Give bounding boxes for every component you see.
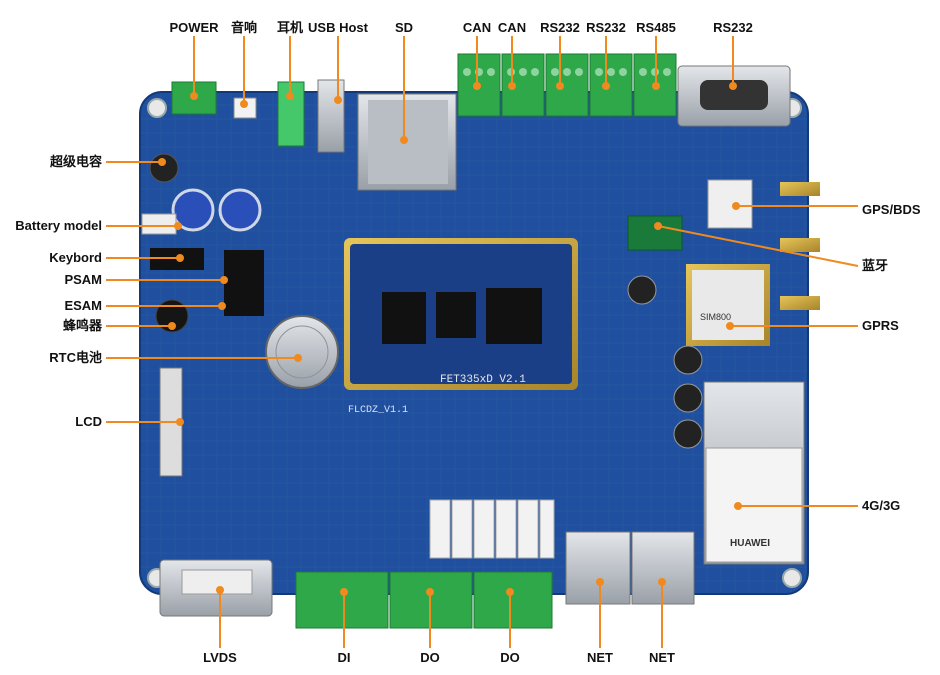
lvds-connector: [159, 559, 273, 617]
4g-module: HUAWEI: [703, 381, 805, 565]
label-audio: 音响: [230, 20, 258, 35]
bluetooth-module: [627, 215, 683, 251]
4g-module-brand: HUAWEI: [730, 538, 770, 549]
label-gprs: GPRS: [862, 318, 899, 333]
sma-antennas: [780, 182, 820, 310]
rj45-connectors: [565, 531, 695, 605]
label-esam: ESAM: [64, 298, 102, 313]
sd-card-slot: [357, 93, 457, 191]
core-module: FET335xD V2.1: [344, 238, 578, 390]
capacitors-right: [627, 275, 703, 449]
gps-module: [707, 179, 753, 229]
db9-connector: [677, 65, 791, 127]
super-capacitor: [149, 153, 179, 183]
terminal-block-top: [457, 53, 677, 117]
som-silkscreen: FET335xD V2.1: [440, 374, 526, 386]
label-rs232-1: RS232: [540, 20, 580, 35]
label-lvds: LVDS: [203, 650, 237, 665]
label-rtc-battery: RTC电池: [49, 350, 102, 365]
leader-lines: [106, 36, 859, 648]
rtc-battery: [265, 315, 339, 389]
label-super-capacitor: 超级电容: [49, 154, 102, 169]
label-power: POWER: [169, 20, 219, 35]
label-sd: SD: [394, 20, 414, 35]
battery-capacitors: [141, 188, 262, 235]
label-bluetooth: 蓝牙: [862, 258, 889, 273]
label-can-2: CAN: [497, 20, 527, 35]
label-psam: PSAM: [64, 272, 102, 287]
label-net-1: NET: [587, 650, 613, 665]
label-net-2: NET: [649, 650, 675, 665]
label-di: DI: [337, 650, 351, 665]
label-can-1: CAN: [462, 20, 492, 35]
label-keyboard: Keybord: [49, 250, 102, 265]
gprs-module-label: SIM800: [700, 312, 731, 322]
buzzer: [155, 299, 189, 333]
label-do-1: DO: [420, 650, 440, 665]
terminal-block-bottom: [295, 571, 553, 629]
board-silkscreen: FLCDZ_V1.1: [348, 405, 408, 416]
label-do-2: DO: [500, 650, 520, 665]
label-rs485: RS485: [636, 20, 676, 35]
relay-bank: [429, 499, 555, 559]
label-rs232-2: RS232: [586, 20, 626, 35]
label-gps-bds: GPS/BDS: [862, 202, 921, 217]
usb-host-connector: [317, 79, 345, 153]
dip-switch-bank: [224, 250, 264, 316]
label-buzzer: 蜂鸣器: [62, 318, 102, 333]
label-earphone: 耳机: [276, 20, 304, 35]
label-rs232-3: RS232: [713, 20, 753, 35]
label-battery-model: Battery model: [15, 218, 102, 233]
gprs-module: SIM800: [686, 264, 770, 346]
label-usb-host: USB Host: [308, 20, 368, 35]
label-4g-3g: 4G/3G: [862, 498, 901, 513]
label-lcd: LCD: [75, 414, 102, 429]
